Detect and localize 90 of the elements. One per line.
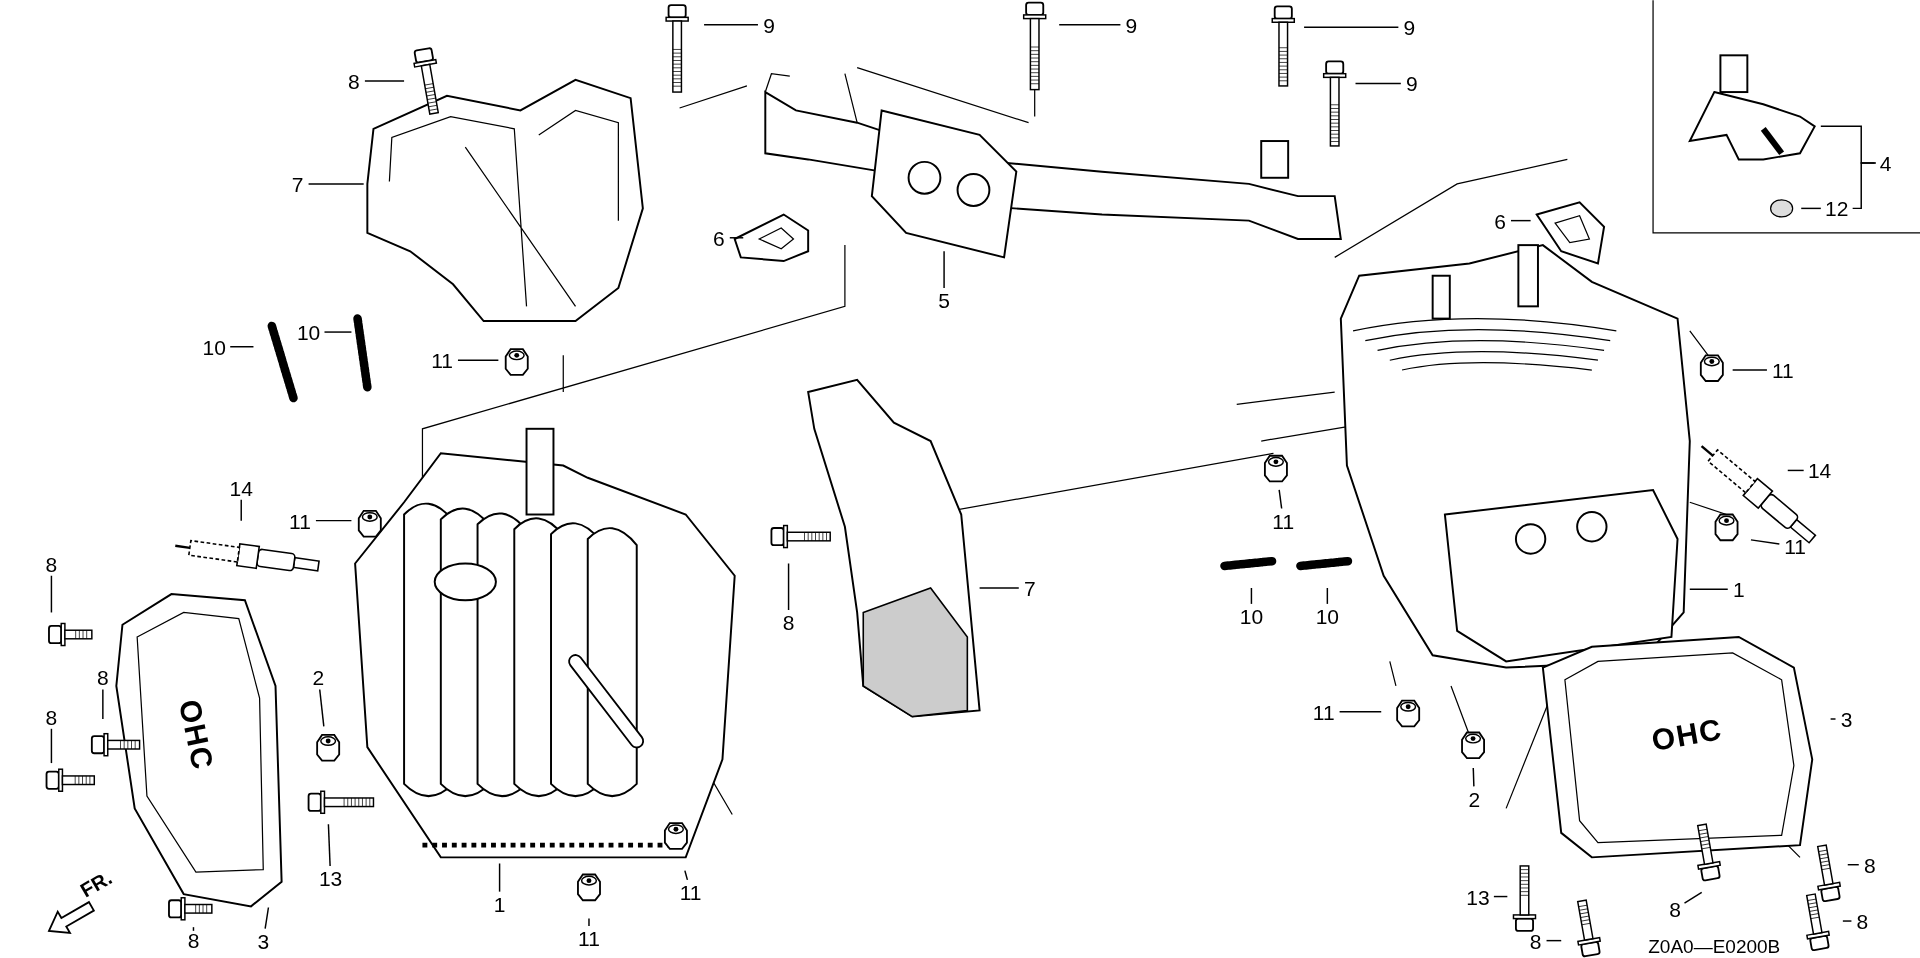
callout-number: 2 (1468, 788, 1481, 810)
callout-number: 8 (1669, 898, 1681, 920)
callout-number: 1 (1732, 578, 1745, 600)
direction-label: FR. (76, 867, 115, 902)
embossed-text: OHC (1649, 714, 1725, 756)
callout-number: 14 (1807, 459, 1832, 481)
leader-line (1472, 767, 1475, 788)
callout-number: 8 (1529, 930, 1542, 952)
leader-line (1510, 219, 1532, 222)
leader-line (315, 519, 353, 522)
callout-number: 11 (1784, 535, 1806, 557)
leader-line (1787, 469, 1805, 472)
part-code: Z0A0—E0200B (1648, 936, 1781, 956)
callout-number: 3 (1840, 708, 1853, 730)
callout-number: 12 (1825, 197, 1849, 219)
callout-number: 7 (291, 173, 304, 195)
leader-line (498, 862, 501, 893)
callout-number: 11 (1771, 359, 1794, 381)
callout-number: 6 (712, 227, 725, 249)
leader-line (102, 688, 104, 720)
callout-number: 9 (763, 14, 775, 35)
leader-line (229, 346, 255, 348)
callout-number: 6 (1494, 210, 1506, 231)
leader-line (1851, 162, 1877, 210)
callout-number: 10 (1315, 605, 1339, 627)
leader-line (1354, 82, 1402, 85)
callout-number: 11 (1272, 510, 1295, 532)
leader-line (943, 250, 945, 289)
leader-line (978, 587, 1020, 589)
callout-number: 8 (187, 929, 200, 951)
leader-line (319, 688, 325, 728)
leader-line (1250, 587, 1253, 605)
leader-line (1689, 588, 1729, 590)
callout-number: 10 (296, 321, 321, 343)
leader-line (1847, 863, 1860, 866)
callout-number: 9 (1406, 72, 1418, 94)
leader-line (364, 80, 405, 82)
callout-number: 7 (1023, 577, 1036, 599)
callout-number: 8 (1863, 854, 1876, 876)
leader-line (50, 575, 53, 614)
leader-line (307, 183, 365, 185)
leader-line (1829, 718, 1837, 720)
leader-line (787, 562, 790, 611)
leader-line (684, 869, 689, 881)
callout-number: 8 (348, 70, 360, 92)
callout-number: 4 (1879, 152, 1892, 174)
embossed-text: OHC (173, 697, 218, 773)
callout-number: 9 (1403, 16, 1416, 38)
callout-number: 13 (1466, 886, 1490, 908)
leader-line (50, 728, 53, 764)
leader-line (457, 359, 500, 361)
callout-number: 2 (312, 666, 325, 688)
callout-number: 10 (202, 336, 226, 358)
leader-line (1800, 207, 1822, 210)
callout-number: 11 (1312, 701, 1335, 723)
leader-line (1750, 539, 1781, 545)
callout-number: 3 (257, 930, 270, 952)
leader-line (1683, 891, 1703, 904)
callout-number: 10 (1239, 605, 1264, 627)
callout-number: 5 (938, 289, 950, 311)
leader-line (192, 926, 195, 932)
callout-number: 11 (578, 927, 600, 949)
leader-line (729, 237, 744, 239)
leader-line (1278, 489, 1283, 510)
callout-number: 8 (45, 706, 58, 728)
leader-line (703, 23, 759, 26)
leader-line (1493, 895, 1509, 898)
callout-number: 9 (1125, 14, 1138, 35)
callout-number: 11 (679, 881, 702, 903)
callout-number: 1 (493, 893, 506, 915)
leader-line (327, 823, 331, 867)
leader-line (264, 906, 270, 930)
leader-line (240, 499, 242, 522)
leader-line (1058, 23, 1122, 26)
callout-number: 14 (229, 477, 253, 499)
leader-line (1545, 939, 1562, 942)
leader-line (1338, 710, 1382, 713)
callout-number: 8 (45, 553, 58, 574)
leader-line (1303, 26, 1400, 28)
callout-number: 8 (782, 611, 795, 633)
leader-line (1842, 920, 1853, 922)
callout-number: 11 (431, 349, 453, 371)
callout-number: 13 (318, 867, 343, 889)
leader-line (1731, 369, 1768, 371)
leader-line (323, 331, 353, 333)
leader-line (1326, 587, 1329, 605)
callout-number: 8 (97, 666, 109, 688)
leader-line (588, 917, 590, 927)
callout-number: 8 (1856, 910, 1869, 932)
callout-number: 11 (289, 510, 311, 532)
